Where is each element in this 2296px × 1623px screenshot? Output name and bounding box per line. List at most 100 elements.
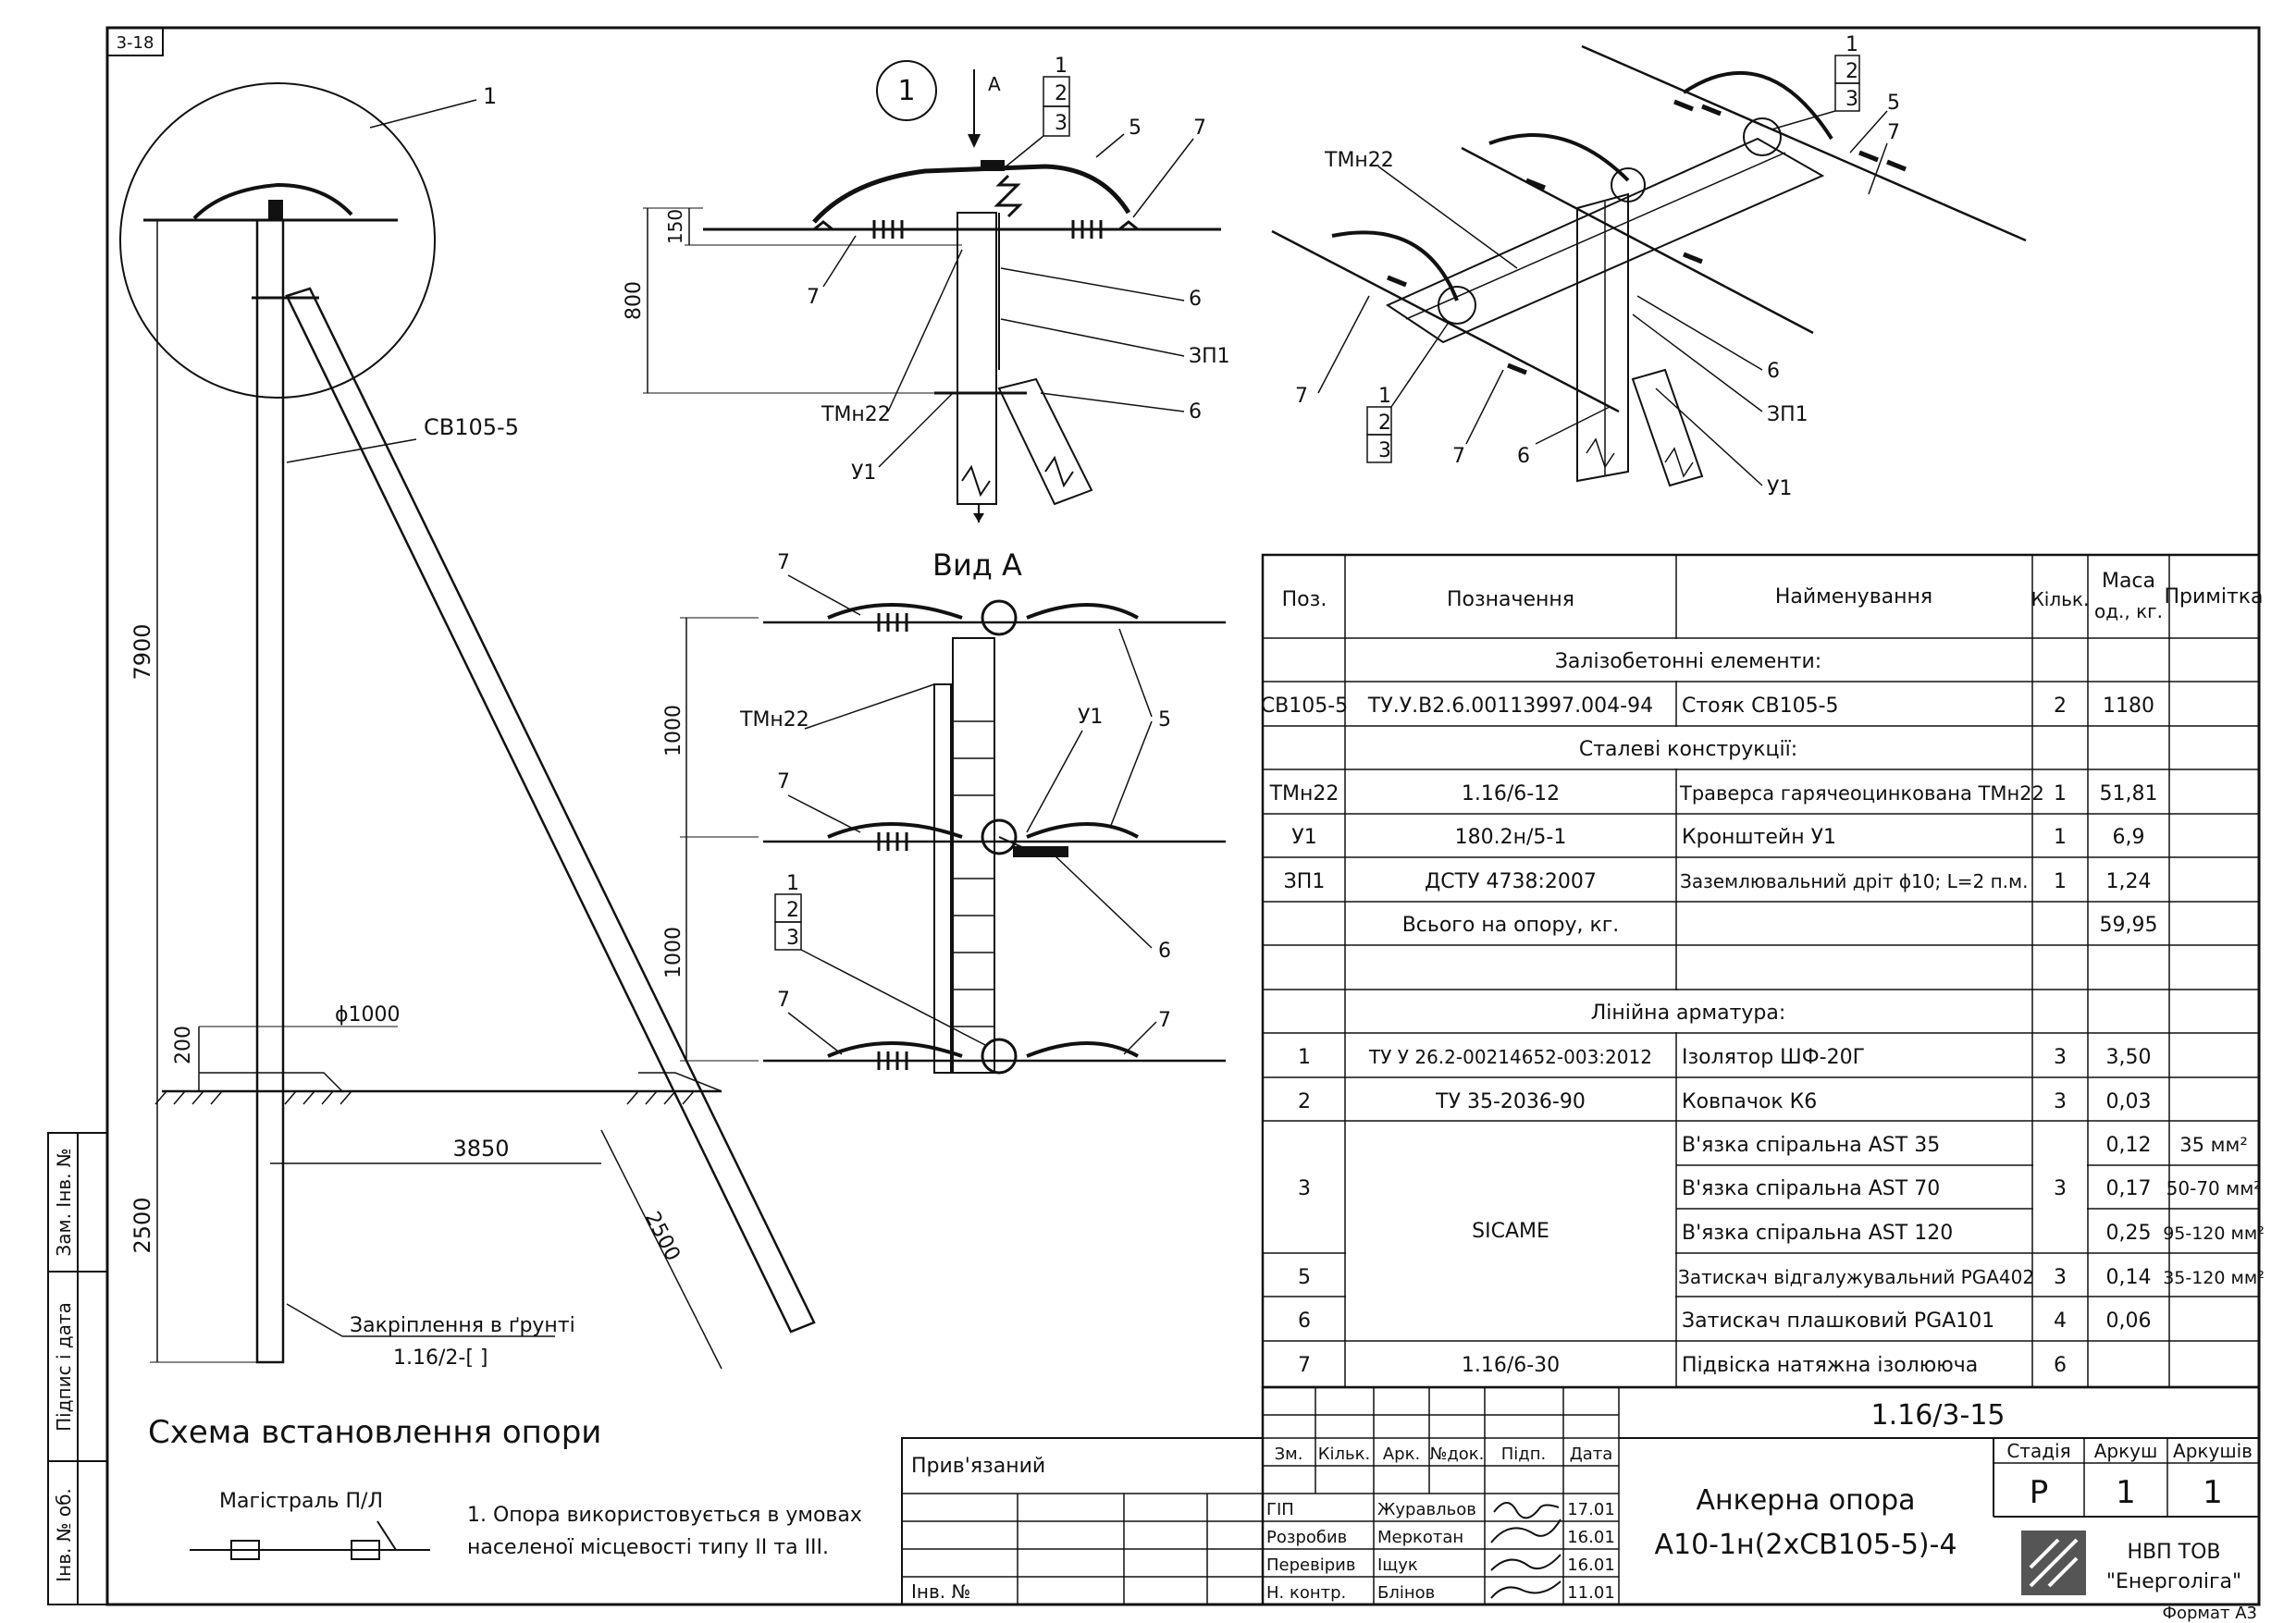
- title-block: Прив'язаний Інв. № 1.16/3-15 Зм. Кільк. …: [901, 1385, 2261, 1606]
- cell-note: 35-120 мм²: [2163, 1268, 2265, 1288]
- hdr-qty: Кільк.: [2031, 588, 2090, 610]
- cell-pos: ТМн22: [1269, 782, 1339, 805]
- signature: [1490, 1580, 1562, 1599]
- view-arrow-label: А: [988, 73, 1001, 95]
- cell-des: ДСТУ 4738:2007: [1425, 870, 1597, 893]
- va-pos-2-label: 2: [786, 899, 799, 922]
- staff-row: ГІП Журавльов 17.01: [1266, 1500, 1615, 1519]
- hdr-note: Примітка: [2164, 585, 2263, 609]
- doc-code: 1.16/3-15: [1871, 1399, 2006, 1432]
- signature: [1490, 1518, 1562, 1543]
- cell-pos: 6: [1298, 1309, 1311, 1333]
- cell-qty: 3: [2054, 1266, 2067, 1289]
- cell-name: Кронштейн У1: [1682, 826, 1836, 849]
- section-fittings: Лінійна арматура:: [1591, 1002, 1786, 1025]
- cell-qty: 1: [2054, 826, 2067, 849]
- signature: [1493, 1502, 1560, 1519]
- table-row: Всього на опору, кг. 59,95: [1402, 914, 2158, 937]
- note-line-1: 1. Опора використовується в умовах: [467, 1504, 862, 1527]
- staff-name: Іщук: [1377, 1555, 1418, 1575]
- cell-mass: 0,03: [2106, 1090, 2152, 1113]
- cell-note: 95-120 мм²: [2163, 1223, 2265, 1244]
- hdr-mass-unit: од., кг.: [2094, 600, 2163, 622]
- cell-name: В'язка спіральна AST 70: [1682, 1177, 1940, 1200]
- table-row: 2 ТУ 35-2036-90 Ковпачок К6 3 0,03: [1298, 1090, 2151, 1113]
- spec-table: Поз. Позначення Найменування Кільк. Маса…: [1261, 553, 2265, 1389]
- table-row: 3 3 В'язка спіральна AST 35 0,12 35 мм² …: [1298, 1134, 2265, 1245]
- iso-pos-2-label: 2: [1845, 60, 1858, 83]
- doc-title-1: Анкерна опора: [1696, 1484, 1915, 1517]
- cell-manufacturer: SICAME: [1472, 1220, 1549, 1243]
- detail-1-view: 1 А 1 2 3 800 150 5: [623, 55, 1230, 523]
- anchoring-ref: 1.16/2-[ ]: [393, 1346, 488, 1370]
- iso-pos-2b-label: 2: [1378, 412, 1391, 435]
- va-pos-7-top-label: 7: [777, 551, 790, 574]
- pos-2-label: 2: [1055, 82, 1068, 105]
- table-row: 1 ТУ У 26.2-00214652-003:2012 Ізолятор Ш…: [1298, 1046, 2151, 1069]
- stage-label: Стадія: [2006, 1440, 2070, 1462]
- pos-zp1-label: ЗП1: [1189, 345, 1230, 368]
- pos-6-bottom-label: 6: [1189, 400, 1202, 424]
- sheets-value: 1: [2203, 1474, 2223, 1511]
- cell-pos: 7: [1298, 1354, 1311, 1377]
- cell-mass: 59,95: [2100, 914, 2158, 937]
- cell-qty: 4: [2054, 1309, 2067, 1333]
- cell-name: Заземлювальний дріт ϕ10; L=2 п.м.: [1680, 870, 2028, 892]
- height-dim: 7900: [130, 623, 155, 680]
- iso-view: 1 2 3 5 7 ТМн22 6 ЗП1 У1 7 1 2 3 7 6: [1271, 33, 2027, 500]
- view-a-title: Вид А: [932, 547, 1022, 583]
- cell-mass: 0,17: [2106, 1177, 2152, 1200]
- staff-row: Перевірив Іщук 16.01: [1266, 1554, 1615, 1575]
- col-ark: Арк.: [1383, 1445, 1420, 1464]
- cell-des: ТУ.У.В2.6.00113997.004-94: [1367, 695, 1653, 718]
- va-pos-7-br-label: 7: [1158, 1009, 1171, 1032]
- staff-name: Меркотан: [1377, 1528, 1463, 1547]
- cell-qty: 6: [2054, 1354, 2067, 1377]
- cell-qty: 3: [2054, 1090, 2067, 1113]
- iso-pos-6-right-label: 6: [1767, 360, 1780, 383]
- va-pos-3-label: 3: [786, 927, 799, 950]
- iso-pos-3b-label: 3: [1378, 439, 1391, 462]
- left-strip: Інв. № об. Підпис і дата Зам. Інв. №: [47, 1132, 108, 1605]
- main-pole: [255, 218, 285, 1364]
- va-pos-6-label: 6: [1158, 940, 1171, 963]
- staff-name: Журавльов: [1377, 1500, 1476, 1519]
- dim-1000-top: 1000: [662, 705, 685, 756]
- pos-7-right-label: 7: [1193, 117, 1206, 140]
- staff-row: Розробив Меркотан 16.01: [1266, 1518, 1615, 1547]
- cell-pos: У1: [1291, 826, 1316, 849]
- cell-pos: 1: [1298, 1046, 1311, 1069]
- cell-mass: 0,06: [2106, 1309, 2152, 1333]
- section-rc: Залізобетонні елементи:: [1555, 650, 1821, 673]
- anchoring-title: Закріплення в ґрунті: [350, 1314, 575, 1337]
- cell-name: Затискач відгалужувальний PGA402: [1678, 1266, 2034, 1288]
- hdr-pos: Поз.: [1282, 588, 1327, 611]
- scheme-line-label: Магістраль П/Л: [219, 1490, 383, 1513]
- callout-1: 1: [483, 83, 497, 109]
- table-row: СВ105-5 ТУ.У.В2.6.00113997.004-94 Стояк …: [1261, 695, 2154, 718]
- hdr-designation: Позначення: [1447, 588, 1574, 611]
- hdr-mass: Маса: [2102, 570, 2155, 593]
- iso-pos-1b-label: 1: [1378, 385, 1391, 408]
- va-pos-1-label: 1: [786, 872, 799, 895]
- sheet-value: 1: [2116, 1474, 2136, 1511]
- dim-150: 150: [664, 209, 686, 244]
- cell-qty: 2: [2054, 695, 2067, 718]
- iso-pos-7-mid-label: 7: [1452, 445, 1465, 468]
- cell-pos: СВ105-5: [1261, 695, 1348, 718]
- table-row: 7 1.16/6-30 Підвіска натяжна ізолююча 6: [1298, 1354, 2067, 1377]
- cell-mass: 6,9: [2113, 826, 2145, 849]
- inv-orig-label: Інв. № об.: [53, 1488, 75, 1582]
- cell-name: В'язка спіральна AST 35: [1682, 1134, 1940, 1157]
- staff-role: Розробив: [1266, 1528, 1347, 1547]
- staff-name: Блінов: [1377, 1583, 1435, 1603]
- staff-role: Перевірив: [1266, 1555, 1355, 1575]
- cell-name: Ізолятор ШФ-20Г: [1682, 1046, 1865, 1069]
- iso-pos-zp1-label: ЗП1: [1767, 403, 1808, 426]
- cell-pos: 5: [1298, 1266, 1311, 1289]
- table-row: ЗП1 ДСТУ 4738:2007 Заземлювальний дріт ϕ…: [1284, 870, 2152, 893]
- cell-pos: 3: [1298, 1177, 1311, 1200]
- va-pos-u1-label: У1: [1078, 706, 1103, 729]
- cell-mass: 0,14: [2106, 1266, 2152, 1289]
- cell-mass: 1180: [2103, 695, 2154, 718]
